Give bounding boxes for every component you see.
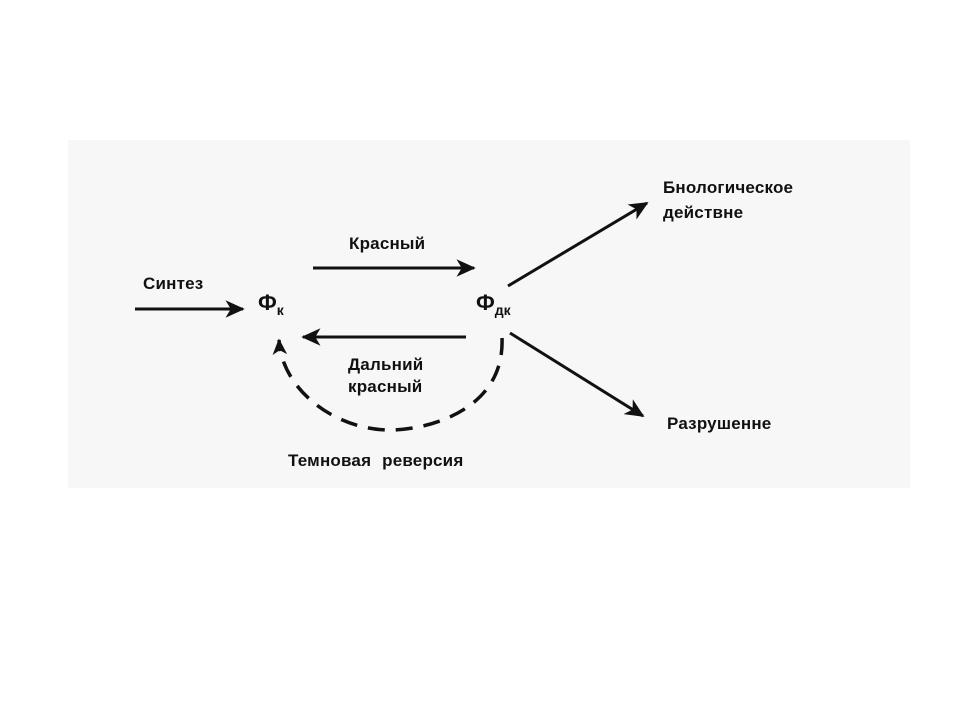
figure-background xyxy=(68,140,910,488)
biological-action-label-line1: Бнологическое xyxy=(663,178,794,197)
red-label: Красный xyxy=(349,234,426,253)
node-phytochrome-red: Фк xyxy=(258,290,284,318)
node-fdk-symbol: Ф xyxy=(476,290,495,315)
biological-action-arrow xyxy=(507,201,649,288)
node-fk-subscript: к xyxy=(276,302,284,318)
far-red-label-line2: красный xyxy=(348,377,423,396)
node-phytochrome-far-red: Фдк xyxy=(476,290,511,318)
dark-reversion-arrow xyxy=(272,337,504,432)
far-red-label-line1: Дальний xyxy=(348,355,424,374)
node-fdk-subscript: дк xyxy=(494,302,511,318)
destruction-arrow xyxy=(509,331,645,418)
node-fk-symbol: Ф xyxy=(258,290,277,315)
dark-reversion-label: Темновая реверсия xyxy=(288,451,464,470)
synthesis-label: Синтез xyxy=(143,274,204,293)
biological-action-label-line2: действне xyxy=(663,203,744,222)
destruction-label: Разрушенне xyxy=(667,414,772,433)
